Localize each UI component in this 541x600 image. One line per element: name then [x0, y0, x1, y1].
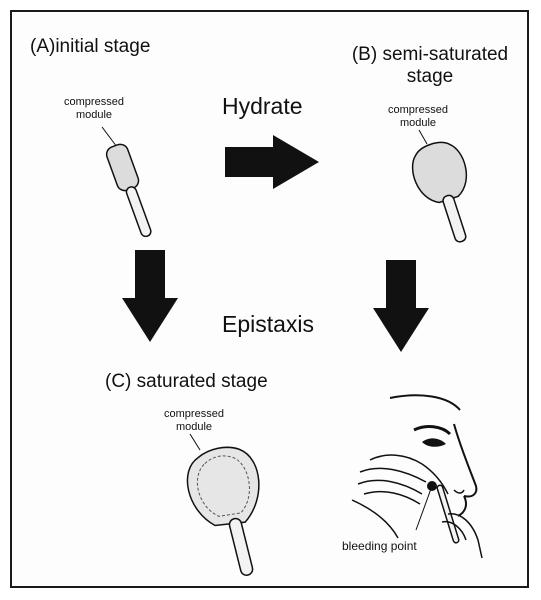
bleeding-point-label: bleeding point [342, 540, 417, 554]
stage-a-title: (A)initial stage [30, 36, 150, 58]
stage-c-module-label-line1: compressed [158, 408, 230, 421]
stage-a-module-label: compressed module [58, 96, 130, 121]
stage-b-module-label-line1: compressed [382, 104, 454, 117]
hydrate-label: Hydrate [222, 93, 303, 119]
epistaxis-label: Epistaxis [222, 311, 314, 337]
stage-a-module-label-line2: module [58, 109, 130, 122]
stage-a-device-icon [90, 125, 170, 245]
hydrate-arrow-icon [225, 135, 319, 189]
stage-b-title-line1: (B) semi-saturated [340, 44, 520, 66]
epistaxis-arrow-left-icon [122, 250, 178, 342]
stage-b-title-line2: stage [340, 66, 520, 88]
patient-face-icon [330, 390, 500, 560]
stage-c-device-icon [180, 432, 290, 582]
stage-a-module-label-line1: compressed [58, 96, 130, 109]
stage-b-title: (B) semi-saturated stage [340, 44, 520, 88]
stage-b-module-label: compressed module [382, 104, 454, 129]
stage-c-module-label: compressed module [158, 408, 230, 433]
stage-c-title: (C) saturated stage [105, 371, 268, 393]
stage-b-device-icon [405, 128, 495, 248]
epistaxis-arrow-right-icon [373, 260, 429, 352]
